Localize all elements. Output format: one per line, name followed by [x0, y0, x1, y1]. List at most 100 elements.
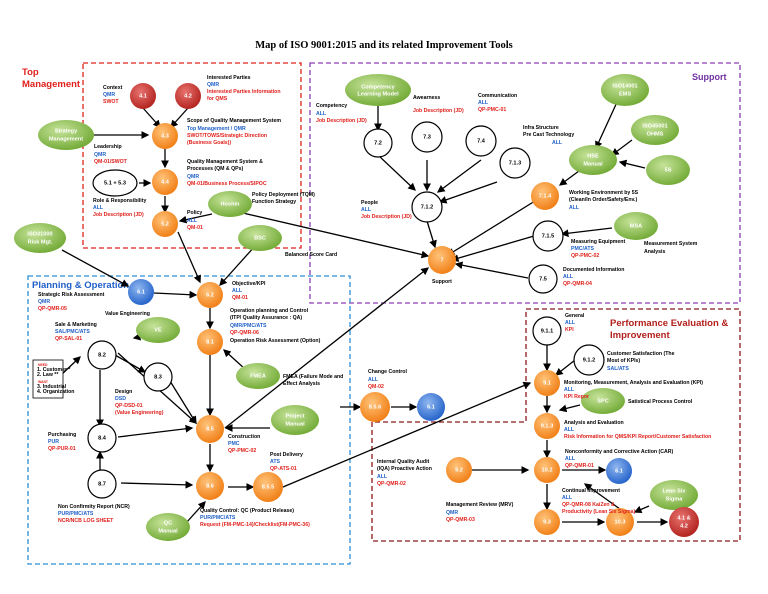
node-6-1[interactable]: [128, 279, 154, 305]
label-fmea-title: FMEA (Failure Mode and: [283, 374, 343, 380]
node-8-5-6-label: 8.5.6: [369, 404, 381, 410]
label-opplan-title2: (ITP/ Quality Assurance : QA): [230, 315, 302, 321]
node-6-1-label: 6.1: [137, 289, 145, 295]
node-7-1-3-label: 7.1.3: [509, 160, 521, 166]
node-9-1-2[interactable]: [573, 344, 605, 376]
node-4-2[interactable]: [175, 83, 201, 109]
label-infra-title2: Pre Cast Technology: [523, 132, 574, 138]
node-9-1[interactable]: [534, 370, 560, 396]
section-top-management-1: Top: [22, 67, 39, 78]
node-qc-label-2: Manual: [158, 528, 178, 534]
node-9-2[interactable]: [446, 457, 472, 483]
node-ve[interactable]: [136, 317, 180, 343]
node-hoshin[interactable]: [208, 191, 252, 217]
node-bsc[interactable]: [238, 225, 282, 251]
node-lean-six-sigma[interactable]: [650, 480, 698, 510]
node-7-1-2[interactable]: [411, 191, 443, 223]
node-qc-manual[interactable]: [146, 513, 190, 541]
node-8-5[interactable]: [196, 415, 224, 443]
node-8-4[interactable]: [87, 423, 117, 453]
need-want-box: [32, 359, 64, 399]
node-iso45001-label-1: ISO45001: [642, 123, 667, 129]
node-8-6[interactable]: [196, 472, 224, 500]
node-10-3[interactable]: [606, 508, 634, 536]
label-objective-title: Objective/KPI: [232, 281, 266, 287]
node-fmea[interactable]: [236, 363, 280, 389]
label-awareness-title: Awearness: [413, 95, 440, 101]
label-docinfo-b: QP-QMR-04: [563, 281, 592, 287]
label-infra-a: ALL: [552, 140, 563, 146]
node-competency-learning[interactable]: [345, 74, 411, 106]
label-design-c: (Value Engineering): [115, 410, 164, 416]
node-strategy-management[interactable]: [38, 120, 94, 150]
node-8-3[interactable]: [143, 362, 173, 392]
node-msa[interactable]: [614, 212, 658, 240]
node-8-5-6[interactable]: [360, 392, 390, 422]
node-hse-manual[interactable]: [569, 145, 617, 175]
node-6-1-car[interactable]: [606, 458, 632, 484]
node-8-1[interactable]: [197, 329, 223, 355]
node-7-1-4[interactable]: [531, 182, 559, 210]
node-7-3[interactable]: [411, 121, 443, 153]
label-measuring-title: Measuring Equipment: [571, 239, 625, 245]
node-8-7-label: 8.7: [98, 481, 106, 487]
label-general-a: ALL: [565, 320, 576, 326]
node-5-1-5-3-label: 5.1 + 5.3: [104, 180, 126, 186]
label-design-title: Design: [115, 389, 132, 395]
support-box: [309, 62, 741, 304]
node-7-2-label: 7.2: [374, 140, 382, 146]
node-iso45001[interactable]: [631, 115, 679, 145]
label-construction-a: PMC: [228, 441, 240, 447]
node-7-1-5[interactable]: [532, 220, 564, 252]
node-7-2[interactable]: [363, 128, 393, 158]
label-qms-title: Quality Management System &: [187, 159, 263, 165]
node-5s[interactable]: [646, 155, 690, 185]
node-7[interactable]: [428, 246, 456, 274]
label-context-b: SWOT: [103, 99, 119, 105]
node-8-2[interactable]: [87, 340, 117, 370]
node-7-1-3[interactable]: [499, 147, 531, 179]
node-5-2[interactable]: [152, 211, 178, 237]
node-lean-label-2: Sigma: [666, 496, 684, 502]
label-policy-title: Policy: [187, 210, 202, 216]
label-context-a: QMR: [103, 92, 115, 98]
node-iso31000[interactable]: [14, 223, 66, 253]
label-design-a: DSD: [115, 396, 126, 402]
node-8-5-5[interactable]: [253, 472, 283, 502]
node-9-1-1[interactable]: [532, 316, 562, 346]
label-postdelivery-a: ATS: [270, 459, 281, 465]
node-9-1-3[interactable]: [534, 413, 560, 439]
page-title: Map of ISO 9001:2015 and its related Imp…: [255, 40, 512, 51]
node-4-4[interactable]: [152, 169, 178, 195]
node-4-1-4-2[interactable]: [669, 507, 699, 537]
node-8-7[interactable]: [87, 469, 117, 499]
label-cont-c: Productivity (Lean Six Sigma): [562, 509, 635, 515]
node-spc[interactable]: [581, 388, 625, 414]
section-support: Support: [692, 72, 727, 82]
label-policy-b: QM-01: [187, 225, 203, 231]
label-role-title: Role & Responsibility: [93, 198, 146, 204]
node-9-3[interactable]: [534, 509, 560, 535]
node-4-3[interactable]: [152, 123, 178, 149]
label-people-b: Job Description (JD): [361, 214, 412, 220]
node-6-1-change[interactable]: [417, 393, 445, 421]
label-change-b: QM-02: [368, 384, 384, 390]
label-mrv-b: QP-QMR-03: [446, 517, 475, 523]
node-7-4[interactable]: [465, 125, 497, 157]
node-5-1-5-3[interactable]: [92, 169, 138, 197]
node-iso14001[interactable]: [601, 74, 649, 106]
label-postdelivery-b: QP-ATS-01: [270, 466, 297, 472]
section-performance-2: Improvement: [610, 330, 670, 341]
node-7-5[interactable]: [528, 264, 558, 294]
label-qccontrol-title: Quality Control: QC (Product Release): [200, 508, 294, 514]
label-leadership-b: QM-01/SWOT: [94, 159, 128, 165]
label-fmea-title2: Effect Analysis: [283, 381, 320, 387]
node-iso31000-label-2: Risk Mgt.: [28, 239, 53, 245]
node-project-manual[interactable]: [271, 405, 319, 435]
node-4-1[interactable]: [130, 83, 156, 109]
label-role-a: ALL: [93, 205, 104, 211]
label-interested-c: for QMS: [207, 96, 228, 102]
node-10-2[interactable]: [534, 457, 560, 483]
node-6-2[interactable]: [197, 282, 223, 308]
label-qccontrol-a: PUR/PMC/ATS: [200, 515, 236, 521]
